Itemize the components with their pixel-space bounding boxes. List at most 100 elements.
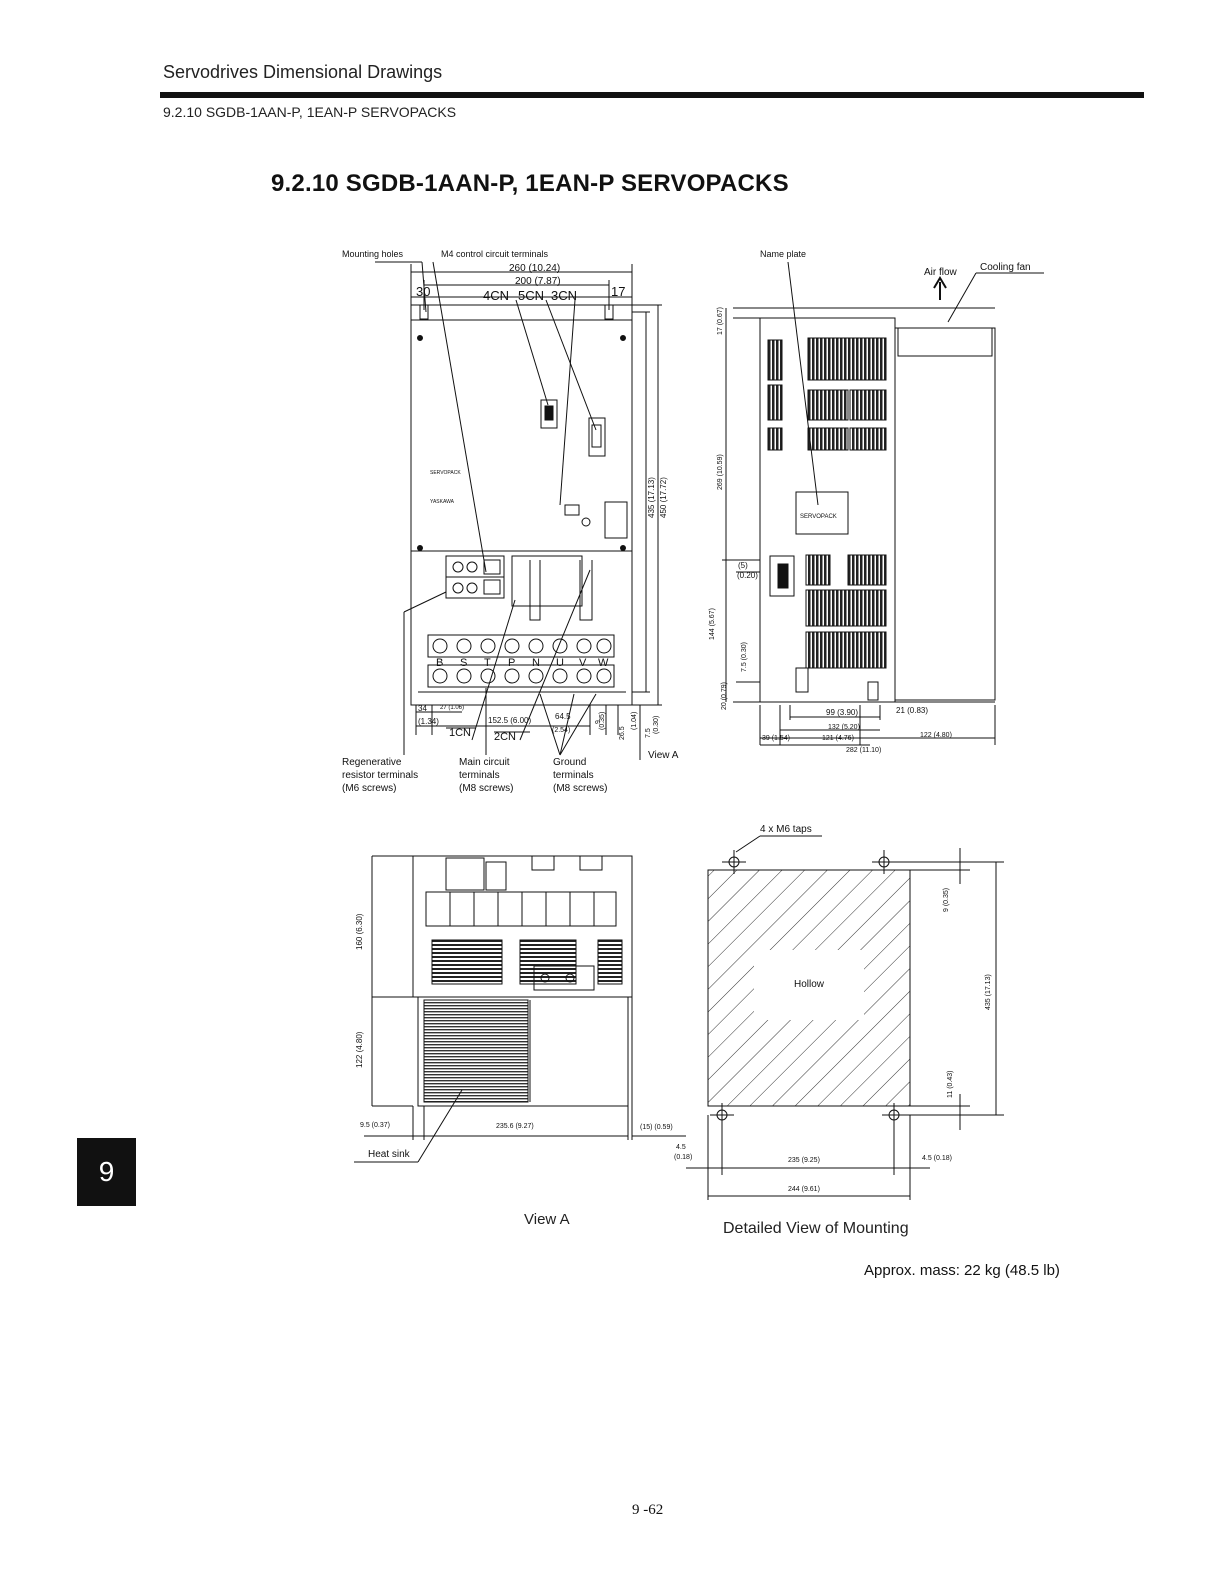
connector-3cn — [588, 417, 606, 457]
dim-11: 11 (0.43) — [947, 1071, 954, 1099]
connector-label-5cn: 5CN — [518, 288, 544, 303]
dim-235: 235 (9.25) — [788, 1157, 820, 1164]
dim-34: 34 — [418, 704, 427, 713]
header-rule — [160, 92, 1144, 98]
dim-99: 99 (3.90) — [826, 708, 858, 717]
dim-035: (0.35) — [599, 712, 606, 730]
label-air-flow: Air flow — [924, 267, 958, 278]
dim-282: 282 (11.10) — [846, 747, 881, 754]
label-mounting-holes: Mounting holes — [342, 249, 404, 259]
dim-450: 450 (17.72) — [659, 477, 668, 518]
dim-4-5-b: 4.5 (0.18) — [922, 1155, 952, 1162]
plate-servopack: SERVOPACK — [430, 470, 461, 476]
dim-26-5: 26.5 — [619, 726, 626, 740]
tap-hole — [872, 850, 896, 874]
dim-260: 260 (10.24) — [509, 263, 560, 274]
dim-122-a: 122 (4.80) — [355, 1031, 364, 1068]
label-main-3: (M8 screws) — [459, 783, 513, 794]
connector-label-3cn: 3CN — [551, 288, 577, 303]
heat-sink — [417, 996, 629, 1107]
front-view-text: Mounting holes M4 control circuit termin… — [342, 249, 679, 794]
dim-160: 160 (6.30) — [355, 913, 364, 950]
dim-244: 244 (9.61) — [788, 1186, 820, 1193]
side-view — [722, 261, 1044, 746]
label-view-a: View A — [648, 750, 679, 761]
cooling-fan — [897, 327, 993, 357]
terminal-p: P — [508, 657, 515, 669]
terminal-w: W — [598, 657, 609, 669]
dim-435-mount: 435 (17.13) — [985, 974, 992, 1010]
front-body-lower — [410, 550, 633, 706]
chapter-tab: 9 — [77, 1138, 136, 1206]
page-number: 9 -62 — [632, 1502, 664, 1518]
label-hollow: Hollow — [794, 979, 825, 990]
label-ground-3: (M8 screws) — [553, 783, 607, 794]
dim-64: 64.5 — [555, 712, 571, 721]
label-cooling-fan: Cooling fan — [980, 262, 1031, 273]
dim-254: (2.54) — [552, 727, 570, 734]
dim-104: (1.04) — [631, 712, 638, 730]
dim-9-mount: 9 (0.35) — [943, 888, 950, 912]
label-regen-1: Regenerative — [342, 757, 402, 768]
plate-yaskawa: YASKAWA — [430, 499, 455, 505]
dim-4-5-a: 4.5 — [676, 1144, 686, 1151]
dim-018: (0.18) — [674, 1154, 692, 1161]
dim-030: (0.30) — [653, 716, 660, 734]
dim-5: (5) — [738, 561, 748, 570]
dim-20: 20 (0.79) — [721, 682, 728, 710]
tap-hole — [710, 1103, 734, 1127]
approx-mass: Approx. mass: 22 kg (48.5 lb) — [864, 1262, 1060, 1279]
dim-122-side: 122 (4.80) — [920, 732, 952, 739]
front-body-upper — [410, 304, 633, 552]
connector-2cn: 2CN — [494, 731, 516, 743]
view-a-text: 160 (6.30) 122 (4.80) 9.5 (0.37) 235.6 (… — [355, 913, 673, 1160]
view-a — [354, 855, 686, 1163]
tap-hole — [882, 1103, 906, 1127]
page-title: 9.2.10 SGDB-1AAN-P, 1EAN-P SERVOPACKS — [271, 170, 789, 197]
label-name-plate: Name plate — [760, 249, 806, 259]
dim-435: 435 (17.13) — [647, 477, 656, 518]
heat-sink-side — [894, 327, 996, 701]
dim-17: 17 — [611, 284, 625, 299]
mounting-view-text: 4 x M6 taps Hollow 9 (0.35) 435 (17.13) … — [674, 824, 992, 1193]
terminal-n: N — [532, 657, 540, 669]
main-terminal-row-1 — [427, 634, 615, 658]
terminal-s: S — [460, 657, 467, 669]
dim-152: 152.5 (6.00) — [488, 716, 531, 725]
header-subsection: 9.2.10 SGDB-1AAN-P, 1EAN-P SERVOPACKS — [163, 104, 457, 120]
front-view — [375, 261, 662, 760]
dim-134: (1.34) — [418, 717, 439, 726]
dim-9: 9 — [595, 720, 602, 724]
caption-mounting: Detailed View of Mounting — [723, 1220, 909, 1237]
dim-269: 269 (10.59) — [717, 454, 724, 490]
dim-020: (0.20) — [737, 571, 758, 580]
dim-144: 144 (5.67) — [709, 608, 716, 640]
label-ground-1: Ground — [553, 757, 586, 768]
label-heat-sink: Heat sink — [368, 1149, 411, 1160]
dim-132: 132 (5.20) — [828, 724, 860, 731]
dim-235-6: 235.6 (9.27) — [496, 1123, 534, 1130]
header-section-title: Servodrives Dimensional Drawings — [163, 62, 443, 82]
label-m4-terminals: M4 control circuit terminals — [441, 249, 549, 259]
dim-21: 21 (0.83) — [896, 706, 928, 715]
dim-121: 121 (4.76) — [822, 735, 854, 742]
label-regen-3: (M6 screws) — [342, 783, 396, 794]
side-view-text: Name plate Air flow Cooling fan SERVOPAC… — [709, 249, 1031, 754]
connector-5cn — [540, 399, 558, 429]
terminal-t: T — [484, 657, 491, 669]
dim-200: 200 (7.87) — [515, 276, 561, 287]
name-plate — [795, 491, 849, 535]
view-a-terminals — [425, 891, 617, 927]
connector-1cn: 1CN — [449, 727, 471, 739]
main-terminal-row-2 — [427, 664, 615, 688]
terminal-b: B — [436, 657, 443, 669]
caption-view-a: View A — [524, 1211, 570, 1228]
dim-15: (15) (0.59) — [640, 1124, 673, 1131]
mounting-view — [686, 835, 1004, 1200]
dim-17v: 17 (0.67) — [717, 307, 724, 335]
terminal-u: U — [556, 657, 564, 669]
label-ground-2: terminals — [553, 770, 594, 781]
label-main-2: terminals — [459, 770, 500, 781]
dim-30: 30 — [416, 284, 430, 299]
